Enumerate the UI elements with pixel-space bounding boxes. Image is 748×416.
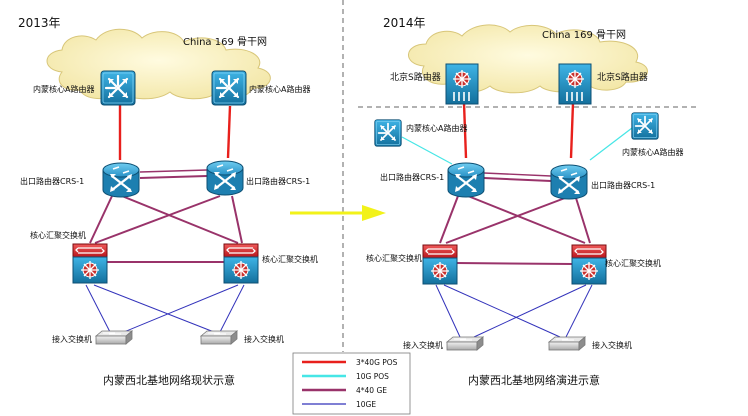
- left-agg-switch-label-1: 核心汇聚交换机: [30, 230, 86, 240]
- right-core-router-label-1: 内蒙核心A路由器: [406, 123, 467, 133]
- link-exit-agg-3: [445, 197, 566, 244]
- left-exit-router-label-2: 出口路由器CRS-1: [246, 176, 310, 186]
- legend-label-3: 10GE: [356, 400, 376, 409]
- link-core-exit-right: [226, 105, 232, 159]
- link-exit-exit: [483, 177, 552, 182]
- router-icon: [99, 69, 137, 107]
- legend-label-1: 10G POS: [356, 372, 389, 381]
- right-links: [401, 102, 633, 338]
- link-core-exit-left: [401, 136, 453, 165]
- router-icon: [373, 118, 403, 148]
- left-exit-router-label-1: 出口路由器CRS-1: [20, 176, 84, 186]
- link-agg-access-4: [219, 284, 245, 333]
- left-links: [85, 105, 245, 333]
- left-panel: 2013年 China 169 骨干网 内蒙核心A路由器 内蒙核心A路由器: [18, 16, 318, 387]
- right-caption: 内蒙西北基地网络演进示意: [468, 373, 600, 387]
- left-caption: 内蒙西北基地网络现状示意: [103, 373, 235, 387]
- legend-label-0: 3*40G POS: [356, 358, 398, 367]
- legend-label-2: 4*40 GE: [356, 386, 387, 395]
- access-switch-icon: [95, 330, 133, 345]
- crs-router-icon: [101, 161, 141, 199]
- aggregation-switch-icon: [72, 243, 108, 284]
- link-agg-access-2: [443, 284, 561, 338]
- link-agg-access-3: [123, 284, 239, 333]
- link-exit-agg-2: [121, 195, 239, 244]
- access-switch-icon: [446, 336, 484, 351]
- right-exit-router-label-2: 出口路由器CRS-1: [591, 180, 655, 190]
- right-agg-switch-label-2: 核心汇聚交换机: [605, 258, 661, 268]
- right-bj-router-label-1: 北京S路由器: [390, 71, 441, 83]
- left-year-label: 2013年: [18, 16, 61, 30]
- right-core-router-label-2: 内蒙核心A路由器: [622, 147, 683, 157]
- left-core-router-label-1: 内蒙核心A路由器: [33, 84, 94, 94]
- link-exit-exit-2: [483, 172, 552, 177]
- aggregation-switch-icon: [223, 243, 259, 284]
- link-agg-access-3: [473, 284, 587, 338]
- left-core-router-label-2: 内蒙核心A路由器: [249, 84, 310, 94]
- access-switch-icon: [548, 336, 586, 351]
- crs-router-icon: [446, 161, 486, 199]
- right-bj-router-label-2: 北京S路由器: [597, 71, 648, 83]
- link-exit-agg-3: [94, 195, 221, 244]
- right-year-label: 2014年: [383, 16, 426, 30]
- link-exit-exit-2: [139, 169, 208, 173]
- left-agg-switch-label-2: 核心汇聚交换机: [262, 254, 318, 264]
- left-access-switch-label-2: 接入交换机: [244, 334, 284, 344]
- left-cloud-label: China 169 骨干网: [183, 36, 267, 48]
- link-agg-access-4: [565, 284, 593, 338]
- legend: 3*40G POS 10G POS 4*40 GE 10GE: [292, 352, 411, 415]
- evolution-arrow: [290, 205, 386, 221]
- crs-router-icon: [549, 163, 589, 201]
- beijing-router-icon: [558, 63, 592, 105]
- access-switch-icon: [200, 330, 238, 345]
- right-agg-switch-label-1: 核心汇聚交换机: [366, 253, 422, 263]
- router-icon: [630, 111, 660, 141]
- right-cloud-label: China 169 骨干网: [542, 29, 626, 41]
- aggregation-switch-icon: [422, 244, 458, 285]
- left-access-switch-label-1: 接入交换机: [52, 334, 92, 344]
- link-core-exit-right: [589, 127, 633, 161]
- aggregation-switch-icon: [571, 244, 607, 285]
- link-exit-exit: [139, 175, 208, 179]
- link-exit-agg-4: [575, 197, 591, 244]
- beijing-router-icon: [445, 63, 479, 105]
- link-exit-agg-2: [467, 195, 586, 244]
- link-agg-access-1: [435, 284, 461, 338]
- right-access-switch-label-1: 接入交换机: [403, 340, 443, 350]
- link-bj-exit-left: [462, 102, 468, 159]
- link-agg-agg: [455, 262, 574, 265]
- right-access-switch-label-2: 接入交换机: [592, 340, 632, 350]
- crs-router-icon: [205, 159, 245, 197]
- link-exit-agg-4: [231, 195, 243, 244]
- link-exit-agg-1: [439, 195, 459, 244]
- link-bj-exit-right: [569, 102, 575, 159]
- link-agg-access-1: [85, 284, 111, 333]
- router-icon: [210, 69, 248, 107]
- right-exit-router-label-1: 出口路由器CRS-1: [380, 172, 444, 182]
- link-exit-agg-1: [89, 195, 113, 244]
- right-panel: 2014年 China 169 骨干网 北京S路由器: [358, 16, 697, 387]
- link-agg-access-2: [93, 284, 215, 333]
